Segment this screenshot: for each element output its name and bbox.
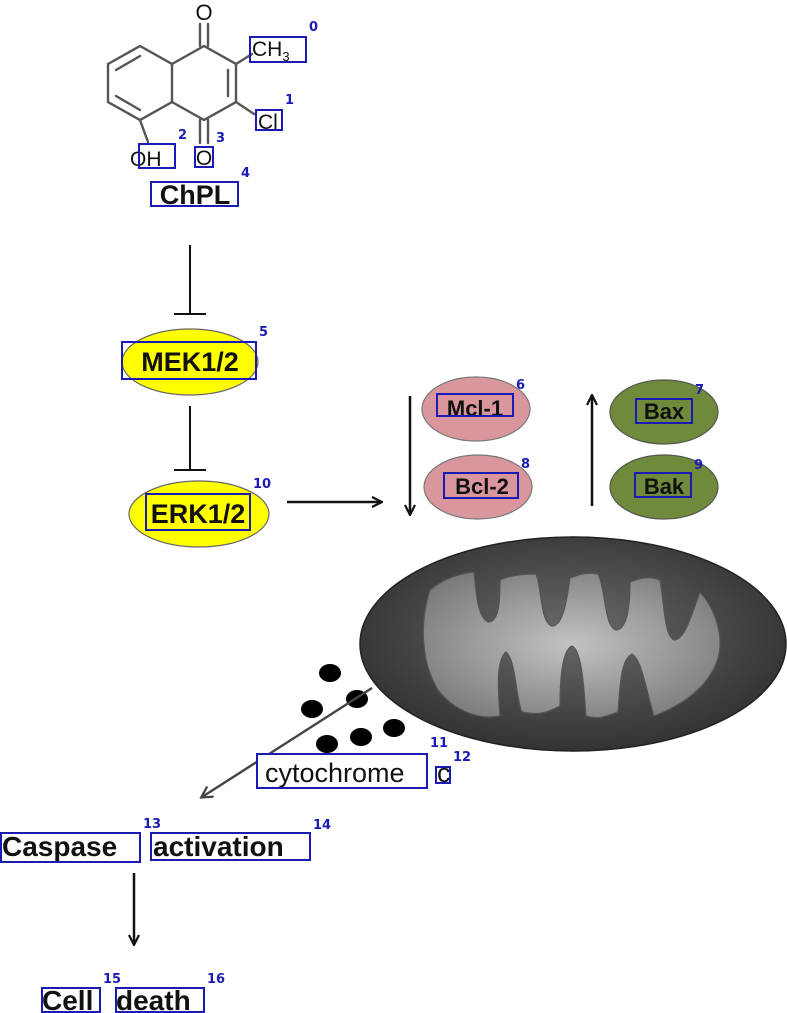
cytochrome-label: cytochrome c [257,754,510,788]
annotation-index-16: 16 [207,972,225,987]
annotation-box-4 [150,181,239,207]
cell-word: Cell [42,985,93,1013]
annotation-box-6 [436,393,514,417]
mek-label: MEK1/2 [141,347,239,377]
annotation-index-0: 0 [309,20,318,35]
annotation-overlay: 0 1 2 3 4 5 6 7 8 9 10 11 12 13 14 15 16 [0,20,704,1013]
annotation-box-10 [145,493,251,531]
arrow-cytochrome-release [202,686,373,797]
atom-oh: OH [130,148,162,171]
atom-cl: Cl [258,111,278,134]
annotation-box-1 [255,109,283,131]
node-bcl2: Bcl-2 [423,454,533,520]
annotation-index-1: 1 [285,93,294,108]
bax-label: Bax [644,399,685,424]
annotation-box-9 [634,472,692,498]
annotation-index-7: 7 [695,383,704,398]
annotation-box-7 [635,398,693,424]
annotation-index-8: 8 [521,457,530,472]
death-word: death [116,985,191,1013]
annotation-box-2 [138,143,176,169]
chloro-bond [234,100,256,116]
annotation-index-11: 11 [430,736,448,751]
annotation-index-6: 6 [516,378,525,393]
atom-o-top: O [195,0,212,25]
annotation-index-9: 9 [694,458,703,473]
aromatic-double-bonds [114,54,142,112]
annotation-box-15 [41,987,101,1013]
node-mek: MEK1/2 [121,328,259,396]
annotation-index-13: 13 [143,817,161,832]
bcl2-label: Bcl-2 [455,474,509,499]
hydroxy-bond [138,118,150,144]
mitochondrion [359,536,787,752]
annotation-index-5: 5 [259,325,268,340]
annotation-box-5 [121,341,257,380]
annotation-box-8 [443,472,519,499]
annotation-index-4: 4 [241,166,250,181]
quinone-ring [170,44,238,122]
annotation-box-11 [256,753,428,789]
cytochrome-word: cytochrome [265,758,405,788]
annotation-box-14 [150,832,311,861]
node-erk: ERK1/2 [128,480,270,548]
annotation-index-3: 3 [216,131,225,146]
annotation-box-0 [249,36,307,63]
cytochrome-letter: c [437,758,451,788]
annotation-box-16 [115,987,205,1013]
bak-label: Bak [644,474,685,499]
annotation-index-10: 10 [253,477,271,492]
annotation-index-2: 2 [178,128,187,143]
activation-word: activation [153,831,284,862]
atom-ch3: CH3 [252,38,290,64]
carbonyl-top [198,22,210,48]
annotation-index-15: 15 [103,972,121,987]
node-bax: Bax [609,379,719,445]
annotation-box-12 [435,766,451,784]
caspase-word: Caspase [2,831,117,862]
chpl-structure: O CH3 Cl OH O ChPL [106,0,290,210]
node-bak: Bak [609,454,719,520]
inhibition-chpl-mek [174,245,206,315]
inhibition-mek-erk [174,406,206,471]
erk-label: ERK1/2 [151,499,246,529]
mcl1-label: Mcl-1 [447,396,503,421]
atom-o-bottom: O [196,147,212,170]
annotation-index-14: 14 [313,818,331,833]
annotation-box-3 [194,146,214,168]
annotation-index-12: 12 [453,750,471,765]
carbonyl-bottom [198,118,210,145]
annotation-box-13 [0,832,141,863]
